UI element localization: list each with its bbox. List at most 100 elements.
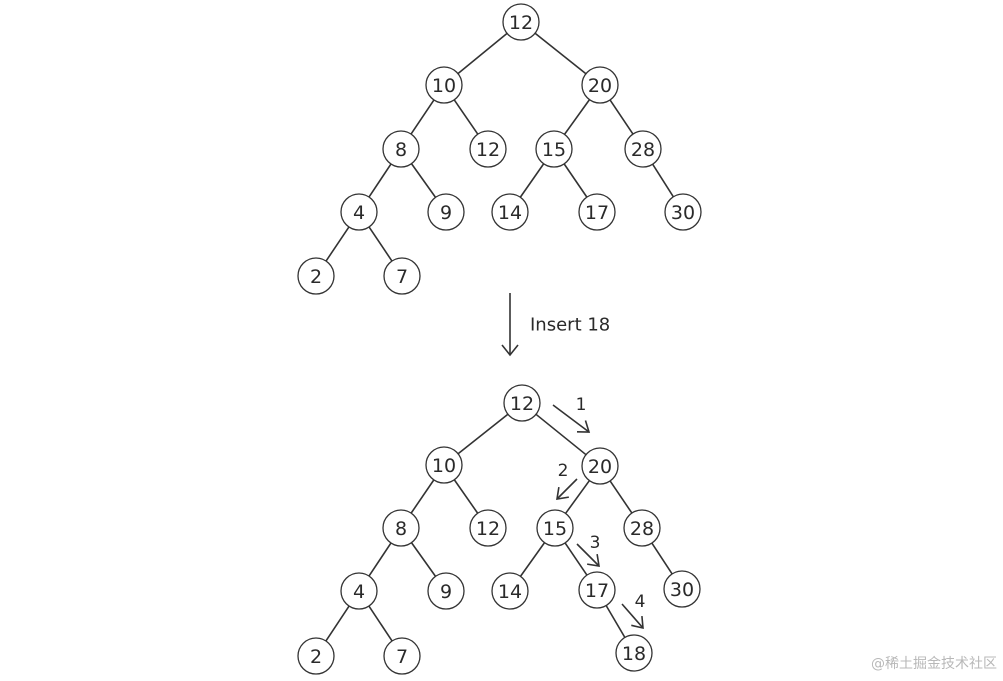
tree-node: 18 (615, 634, 653, 672)
node-circle (535, 130, 573, 168)
node-value: 12 (476, 139, 500, 161)
node-value: 15 (542, 139, 566, 161)
tree-node: 14 (491, 572, 529, 610)
node-circle (536, 509, 574, 547)
node-value: 10 (432, 75, 456, 97)
node-circle (425, 66, 463, 104)
tree-node: 8 (382, 130, 420, 168)
node-value: 17 (585, 580, 609, 602)
node-circle (663, 570, 701, 608)
node-circle (615, 634, 653, 672)
tree-node: 8 (382, 509, 420, 547)
tree-node: 9 (427, 193, 465, 231)
node-circle (383, 257, 421, 295)
step-number: 2 (558, 461, 569, 481)
step-arrow-3: 3 (576, 533, 601, 567)
tree-edge (368, 605, 393, 642)
node-value: 7 (396, 646, 408, 668)
node-circle (624, 130, 662, 168)
tree-edge (410, 163, 437, 198)
node-value: 10 (432, 455, 456, 477)
node-circle (623, 509, 661, 547)
tree-node: 12 (502, 3, 540, 41)
tree-node: 14 (491, 193, 529, 231)
node-value: 8 (395, 139, 407, 161)
tree-edge (609, 480, 633, 514)
node-circle (425, 446, 463, 484)
node-circle (503, 384, 541, 422)
node-value: 20 (588, 75, 612, 97)
node-circle (491, 193, 529, 231)
node-circle (382, 509, 420, 547)
tree-node: 9 (427, 572, 465, 610)
watermark: @稀土掘金技术社区 (871, 656, 997, 672)
step-number: 3 (590, 533, 601, 553)
tree-edge (325, 226, 350, 262)
node-value: 7 (396, 266, 408, 288)
tree-edge (564, 542, 588, 576)
tree-edge (564, 480, 591, 514)
tree-node: 2 (297, 257, 335, 295)
tree-node: 20 (581, 447, 619, 485)
tree-edge (519, 163, 545, 198)
tree-edge (410, 479, 435, 514)
node-value: 2 (310, 646, 322, 668)
node-circle (469, 509, 507, 547)
node-circle (340, 572, 378, 610)
node-value: 17 (585, 202, 609, 224)
tree-edge (563, 99, 591, 135)
tree-edge (453, 479, 479, 514)
tree-edge (534, 32, 587, 75)
tree-node: 28 (623, 509, 661, 547)
node-circle (578, 193, 616, 231)
tree-edge (410, 99, 435, 135)
tree-node: 2 (297, 637, 335, 675)
node-circle (427, 193, 465, 231)
node-value: 14 (498, 202, 522, 224)
tree-node: 15 (536, 509, 574, 547)
tree-edge (457, 413, 509, 455)
node-value: 2 (310, 266, 322, 288)
tree-node: 17 (578, 193, 616, 231)
tree-node: 20 (581, 66, 619, 104)
tree-node: 30 (663, 570, 701, 608)
tree-edge (453, 99, 479, 135)
node-value: 12 (510, 393, 534, 415)
node-value: 14 (498, 581, 522, 603)
node-circle (382, 130, 420, 168)
step-number: 1 (576, 395, 587, 415)
node-circle (427, 572, 465, 610)
node-value: 4 (353, 202, 365, 224)
tree-before: 12 10 20 8 12 15 28 4 9 14 17 30 2 7 (297, 3, 702, 295)
insert-arrow (501, 293, 519, 357)
tree-node: 30 (664, 193, 702, 231)
tree-node: 4 (340, 193, 378, 231)
tree-edge (651, 542, 673, 575)
tree-node: 17 (578, 571, 616, 609)
tree-node: 4 (340, 572, 378, 610)
tree-node: 7 (383, 257, 421, 295)
tree-node: 7 (383, 637, 421, 675)
node-value: 30 (670, 579, 694, 601)
tree-edge (519, 542, 546, 577)
tree-edge (325, 605, 350, 642)
node-circle (469, 130, 507, 168)
node-value: 15 (543, 518, 567, 540)
node-circle (581, 66, 619, 104)
tree-edge (368, 163, 392, 198)
node-circle (297, 257, 335, 295)
tree-edge (605, 605, 626, 638)
tree-edge (651, 163, 675, 198)
node-value: 12 (509, 12, 533, 34)
node-value: 28 (630, 518, 654, 540)
node-value: 18 (622, 643, 646, 665)
tree-node: 15 (535, 130, 573, 168)
tree-node: 12 (503, 384, 541, 422)
node-value: 28 (631, 139, 655, 161)
step-arrow-2: 2 (556, 461, 578, 500)
operation-label: Insert 18 (530, 315, 610, 336)
node-value: 9 (440, 202, 452, 224)
step-arrow-1: 1 (552, 395, 591, 433)
